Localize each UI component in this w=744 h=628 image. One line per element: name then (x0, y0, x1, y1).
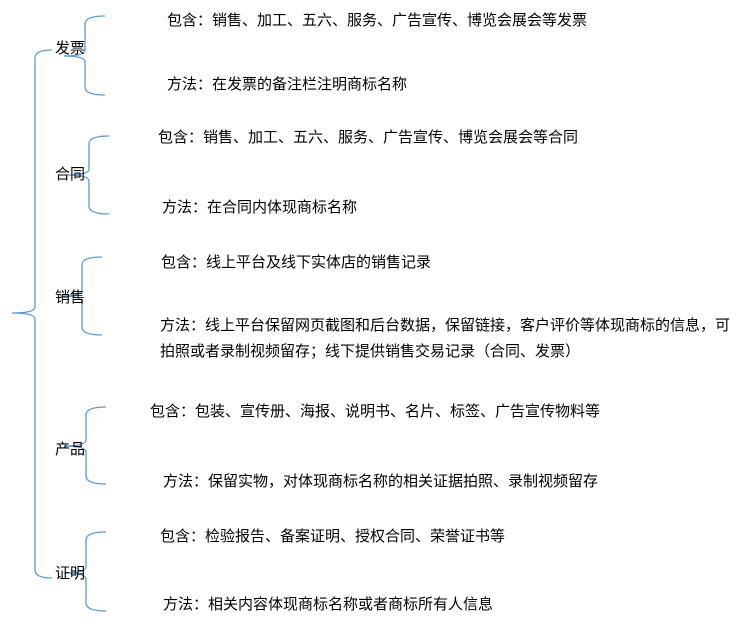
category-sales: 销售 (55, 288, 86, 306)
brace-product (63, 406, 107, 485)
certificate-includes: 包含：检验报告、备案证明、授权合同、荣誉证书等 (160, 527, 506, 545)
category-product: 产品 (55, 440, 86, 458)
sales-method: 方法：线上平台保留网页截图和后台数据，保留链接，客户评价等体现商标的信息，可拍照… (160, 316, 731, 360)
invoice-method: 方法：在发票的备注栏注明商标名称 (167, 75, 408, 93)
brace-certificate (63, 531, 107, 612)
sales-includes: 包含：线上平台及线下实体店的销售记录 (161, 253, 432, 271)
category-contract: 合同 (55, 165, 86, 183)
contract-includes: 包含：销售、加工、五六、服务、广告宣传、博览会展会等合同 (158, 128, 579, 146)
brace-sales (59, 256, 103, 336)
category-certificate: 证明 (55, 564, 86, 582)
product-method: 方法：保留实物，对体现商标名称的相关证据拍照、录制视频留存 (163, 472, 599, 490)
certificate-method: 方法：相关内容体现商标名称或者商标所有人信息 (163, 595, 494, 613)
brace-invoice (63, 15, 106, 96)
brace-contract (66, 135, 110, 215)
invoice-includes: 包含：销售、加工、五六、服务、广告宣传、博览会展会等发票 (167, 11, 588, 29)
contract-method: 方法：在合同内体现商标名称 (162, 198, 358, 216)
category-invoice: 发票 (55, 39, 86, 57)
main-brace (11, 49, 53, 579)
product-includes: 包含：包装、宣传册、海报、说明书、名片、标签、广告宣传物料等 (150, 402, 601, 420)
